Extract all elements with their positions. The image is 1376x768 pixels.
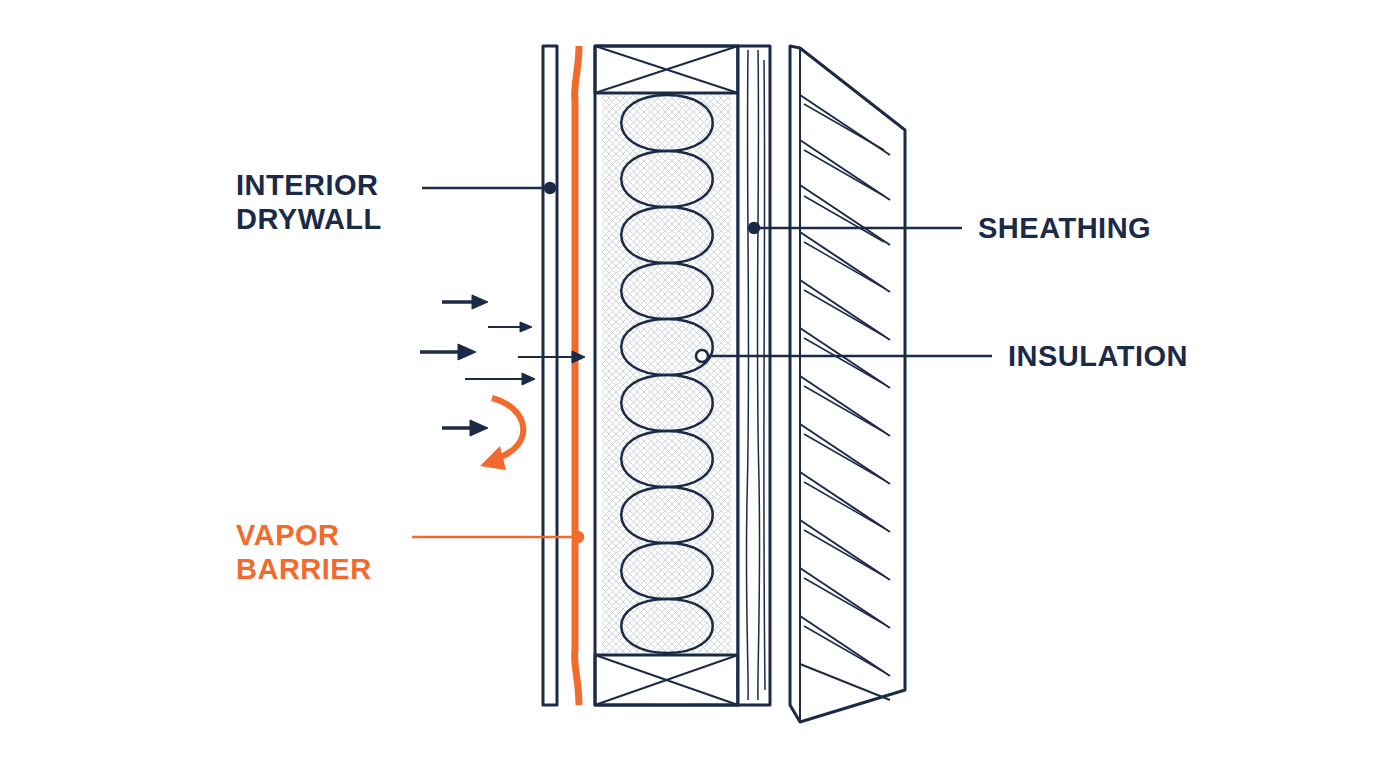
leader-line — [412, 536, 578, 539]
leader-line — [422, 187, 550, 190]
insulation-loops — [621, 95, 713, 653]
bottom-plate — [595, 655, 738, 705]
leader-dot — [696, 350, 708, 362]
stud-frame — [595, 46, 738, 705]
sheathing-board — [738, 46, 770, 705]
leader-dot — [749, 223, 759, 233]
leader-dot — [573, 532, 583, 542]
part-label: VAPOR BARRIER — [236, 518, 408, 586]
leader-line — [702, 355, 992, 358]
siding-boards — [790, 46, 905, 722]
part-label: INTERIOR DRYWALL — [236, 168, 416, 236]
leader-line — [754, 227, 962, 230]
deflected-arrow — [492, 398, 523, 458]
leader-dot — [545, 183, 555, 193]
vapor-barrier-line — [575, 46, 579, 705]
deflected-arrow-head — [480, 446, 506, 470]
drywall-panel — [543, 46, 557, 705]
part-label: SHEATHING — [978, 211, 1238, 245]
vapor-flow-arrows — [420, 295, 585, 436]
part-label: INSULATION — [1008, 339, 1268, 373]
top-plate — [595, 46, 738, 93]
